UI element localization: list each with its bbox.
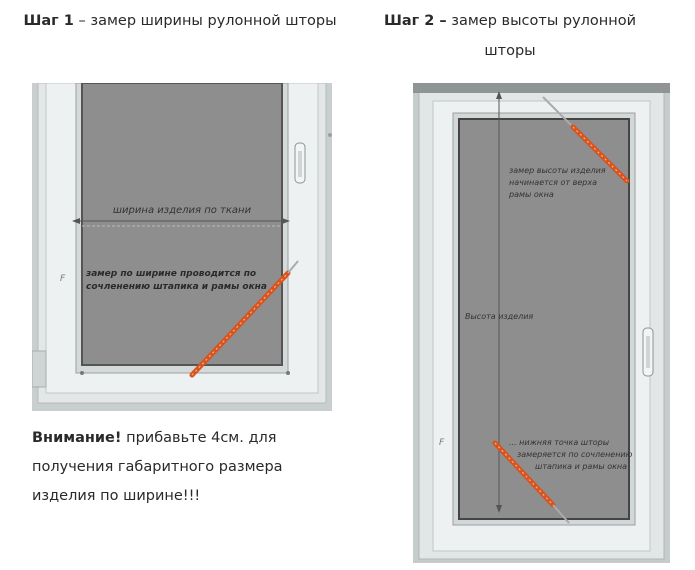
height-top-line1: замер высоты изделия bbox=[509, 166, 606, 175]
height-bottom-line3: штапика и рамы окна bbox=[535, 462, 627, 471]
tape-measure-icon bbox=[189, 260, 299, 378]
step1-text: – замер ширины рулонной шторы bbox=[73, 13, 337, 29]
svg-text:F: F bbox=[439, 438, 445, 448]
height-top-line2: начинается от верха bbox=[509, 178, 597, 187]
notice-bold: Внимание! bbox=[32, 430, 122, 446]
height-label: Высота изделия bbox=[465, 312, 533, 321]
step2-text: замер высоты рулонной шторы bbox=[446, 13, 637, 59]
step1-label: Шаг 1 bbox=[23, 13, 74, 29]
bottom-tape-measure-icon bbox=[492, 440, 570, 524]
height-bottom-line1: ... нижняя точка шторы bbox=[509, 438, 609, 447]
width-note-line2: сочленению штапика и рамы окна bbox=[86, 282, 267, 292]
step1-heading: Шаг 1 – замер ширины рулонной шторы bbox=[20, 6, 340, 36]
height-bottom-line2: замеряется по сочленению bbox=[517, 450, 633, 459]
window-height-photo: F Высота изделия замер высоты изделия на… bbox=[413, 83, 670, 563]
step2-heading: Шаг 2 – замер высоты рулонной шторы bbox=[360, 6, 660, 66]
notice-paragraph: Внимание! прибавьте 4см. для получения г… bbox=[32, 424, 332, 511]
top-tape-measure-icon bbox=[542, 96, 630, 184]
width-label: ширина изделия по ткани bbox=[113, 205, 252, 216]
width-note-line1: замер по ширине проводится по bbox=[85, 269, 256, 279]
step2-label: Шаг 2 – bbox=[383, 13, 447, 29]
height-top-line3: рамы окна bbox=[508, 190, 554, 199]
window-width-photo: F ширина изделия по ткани замер по ширин… bbox=[32, 83, 332, 411]
notice-text: прибавьте 4см. для получения габаритного… bbox=[32, 430, 283, 504]
svg-text:F: F bbox=[60, 274, 66, 284]
